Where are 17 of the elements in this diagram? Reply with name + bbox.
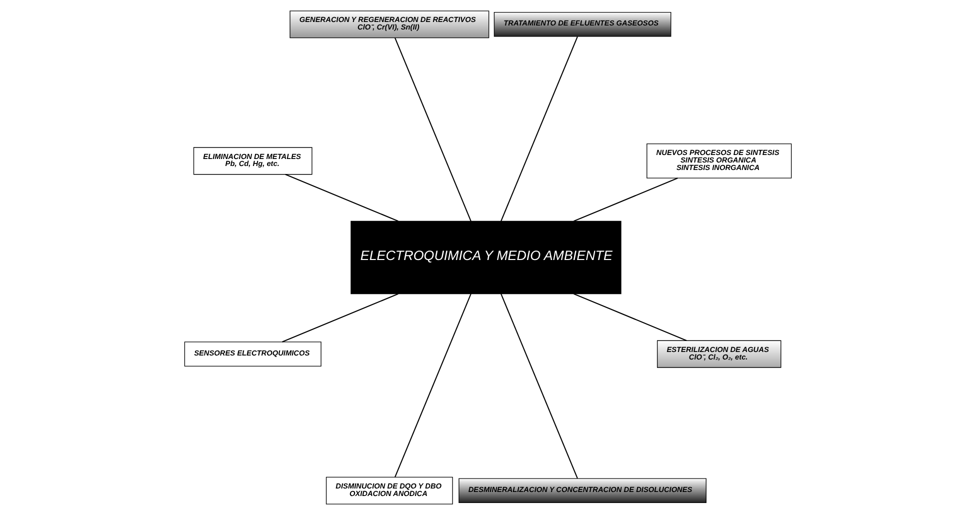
connector	[574, 293, 687, 342]
node-box: ELECTROQUIMICA Y MEDIO AMBIENTE	[350, 220, 622, 294]
connector	[500, 36, 578, 222]
node-box: GENERACION Y REGENERACION DE REACTIVOS ClO⁻, Cr(VI), Sn(II)	[290, 10, 490, 38]
node-box: ELIMINACION DE METALES Pb, Cd, Hg, etc.	[193, 147, 312, 175]
node-box: NUEVOS PROCESOS DE SINTESIS SINTESIS ORGANICA SINTESIS INORGANICA	[646, 143, 792, 178]
connector	[282, 293, 398, 342]
node-box: SENSORES ELECTROQUIMICOS	[184, 342, 322, 366]
connector	[574, 178, 678, 222]
node-box: DISMINUCION DE DQO Y DBO OXIDACION ANODICA	[326, 476, 453, 504]
connector	[285, 174, 398, 222]
node-box: DESMINERALIZACION Y CONCENTRACION DE DISOLUCIONES	[458, 478, 706, 504]
node-box: ESTERILIZACION DE AGUAS ClO⁻, Cl₂, O₂, etc.	[656, 340, 782, 368]
connector	[394, 38, 472, 222]
connector	[500, 294, 578, 479]
connector	[394, 294, 472, 478]
node-box: TRATAMIENTO DE EFLUENTES GASEOSOS	[494, 12, 672, 37]
